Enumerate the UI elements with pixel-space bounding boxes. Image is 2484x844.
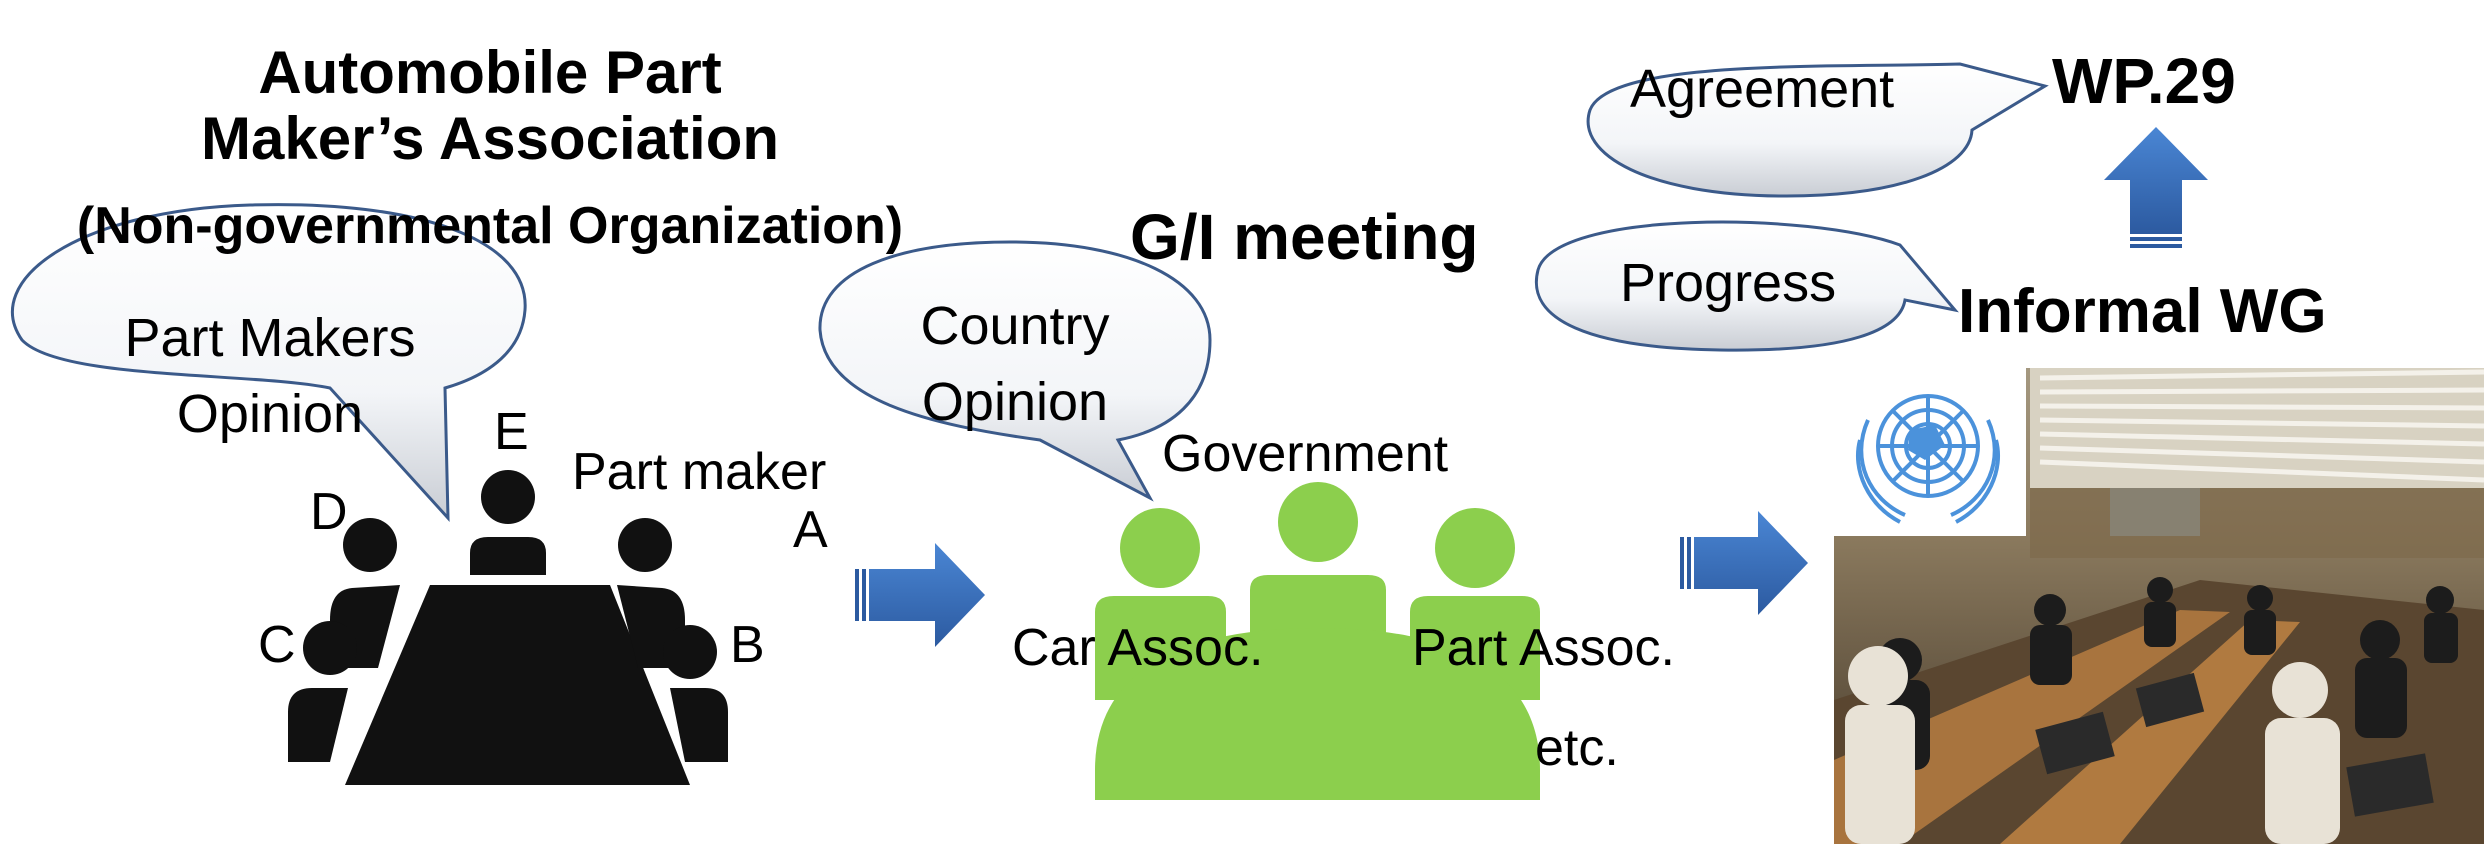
gi-meeting-title: G/I meeting <box>1130 201 1479 273</box>
government-label: Government <box>1162 425 1449 483</box>
people-group-icon <box>1095 482 1540 800</box>
part-assoc-label: Part Assoc. <box>1412 619 1675 677</box>
conference-table-icon <box>288 470 728 785</box>
member-a-label: A <box>793 501 828 559</box>
un-emblem-icon <box>1834 368 2026 536</box>
arrow-right-icon <box>855 543 985 647</box>
wp29-title: WP.29 <box>2052 45 2236 117</box>
part-makers-opinion-bubble <box>10 203 527 522</box>
country-opinion-line1: Country <box>920 296 1110 356</box>
association-title-line1: Automobile Part <box>258 39 722 106</box>
informal-wg-title: Informal WG <box>1958 277 2327 346</box>
association-subtitle: (Non-governmental Organization) <box>76 197 904 255</box>
progress-text: Progress <box>1620 253 1837 313</box>
association-title-line2: Maker’s Association <box>201 105 779 172</box>
member-c-label: C <box>258 616 296 674</box>
association-title: Automobile Part Maker’s Association <box>20 40 960 172</box>
agreement-bubble <box>1586 62 2049 198</box>
arrow-right-icon <box>1680 511 1808 615</box>
part-makers-opinion-line2: Opinion <box>176 384 364 444</box>
country-opinion-line2: Opinion <box>921 372 1109 432</box>
arrow-up-icon <box>2104 127 2208 248</box>
country-opinion-bubble <box>818 240 1212 502</box>
agreement-text: Agreement <box>1630 59 1895 119</box>
member-e-label: E <box>494 403 529 461</box>
country-opinion-text: Country Opinion <box>860 288 1170 440</box>
progress-bubble <box>1534 220 1959 352</box>
meeting-room-photo <box>1834 368 2484 844</box>
etc-label: etc. <box>1535 719 1619 777</box>
part-makers-opinion-line1: Part Makers <box>124 308 416 368</box>
part-makers-opinion-text: Part Makers Opinion <box>60 300 480 452</box>
member-d-label: D <box>310 483 348 541</box>
part-maker-label: Part maker <box>572 443 827 501</box>
member-b-label: B <box>730 616 765 674</box>
car-assoc-label: Car Assoc. <box>1012 619 1264 677</box>
